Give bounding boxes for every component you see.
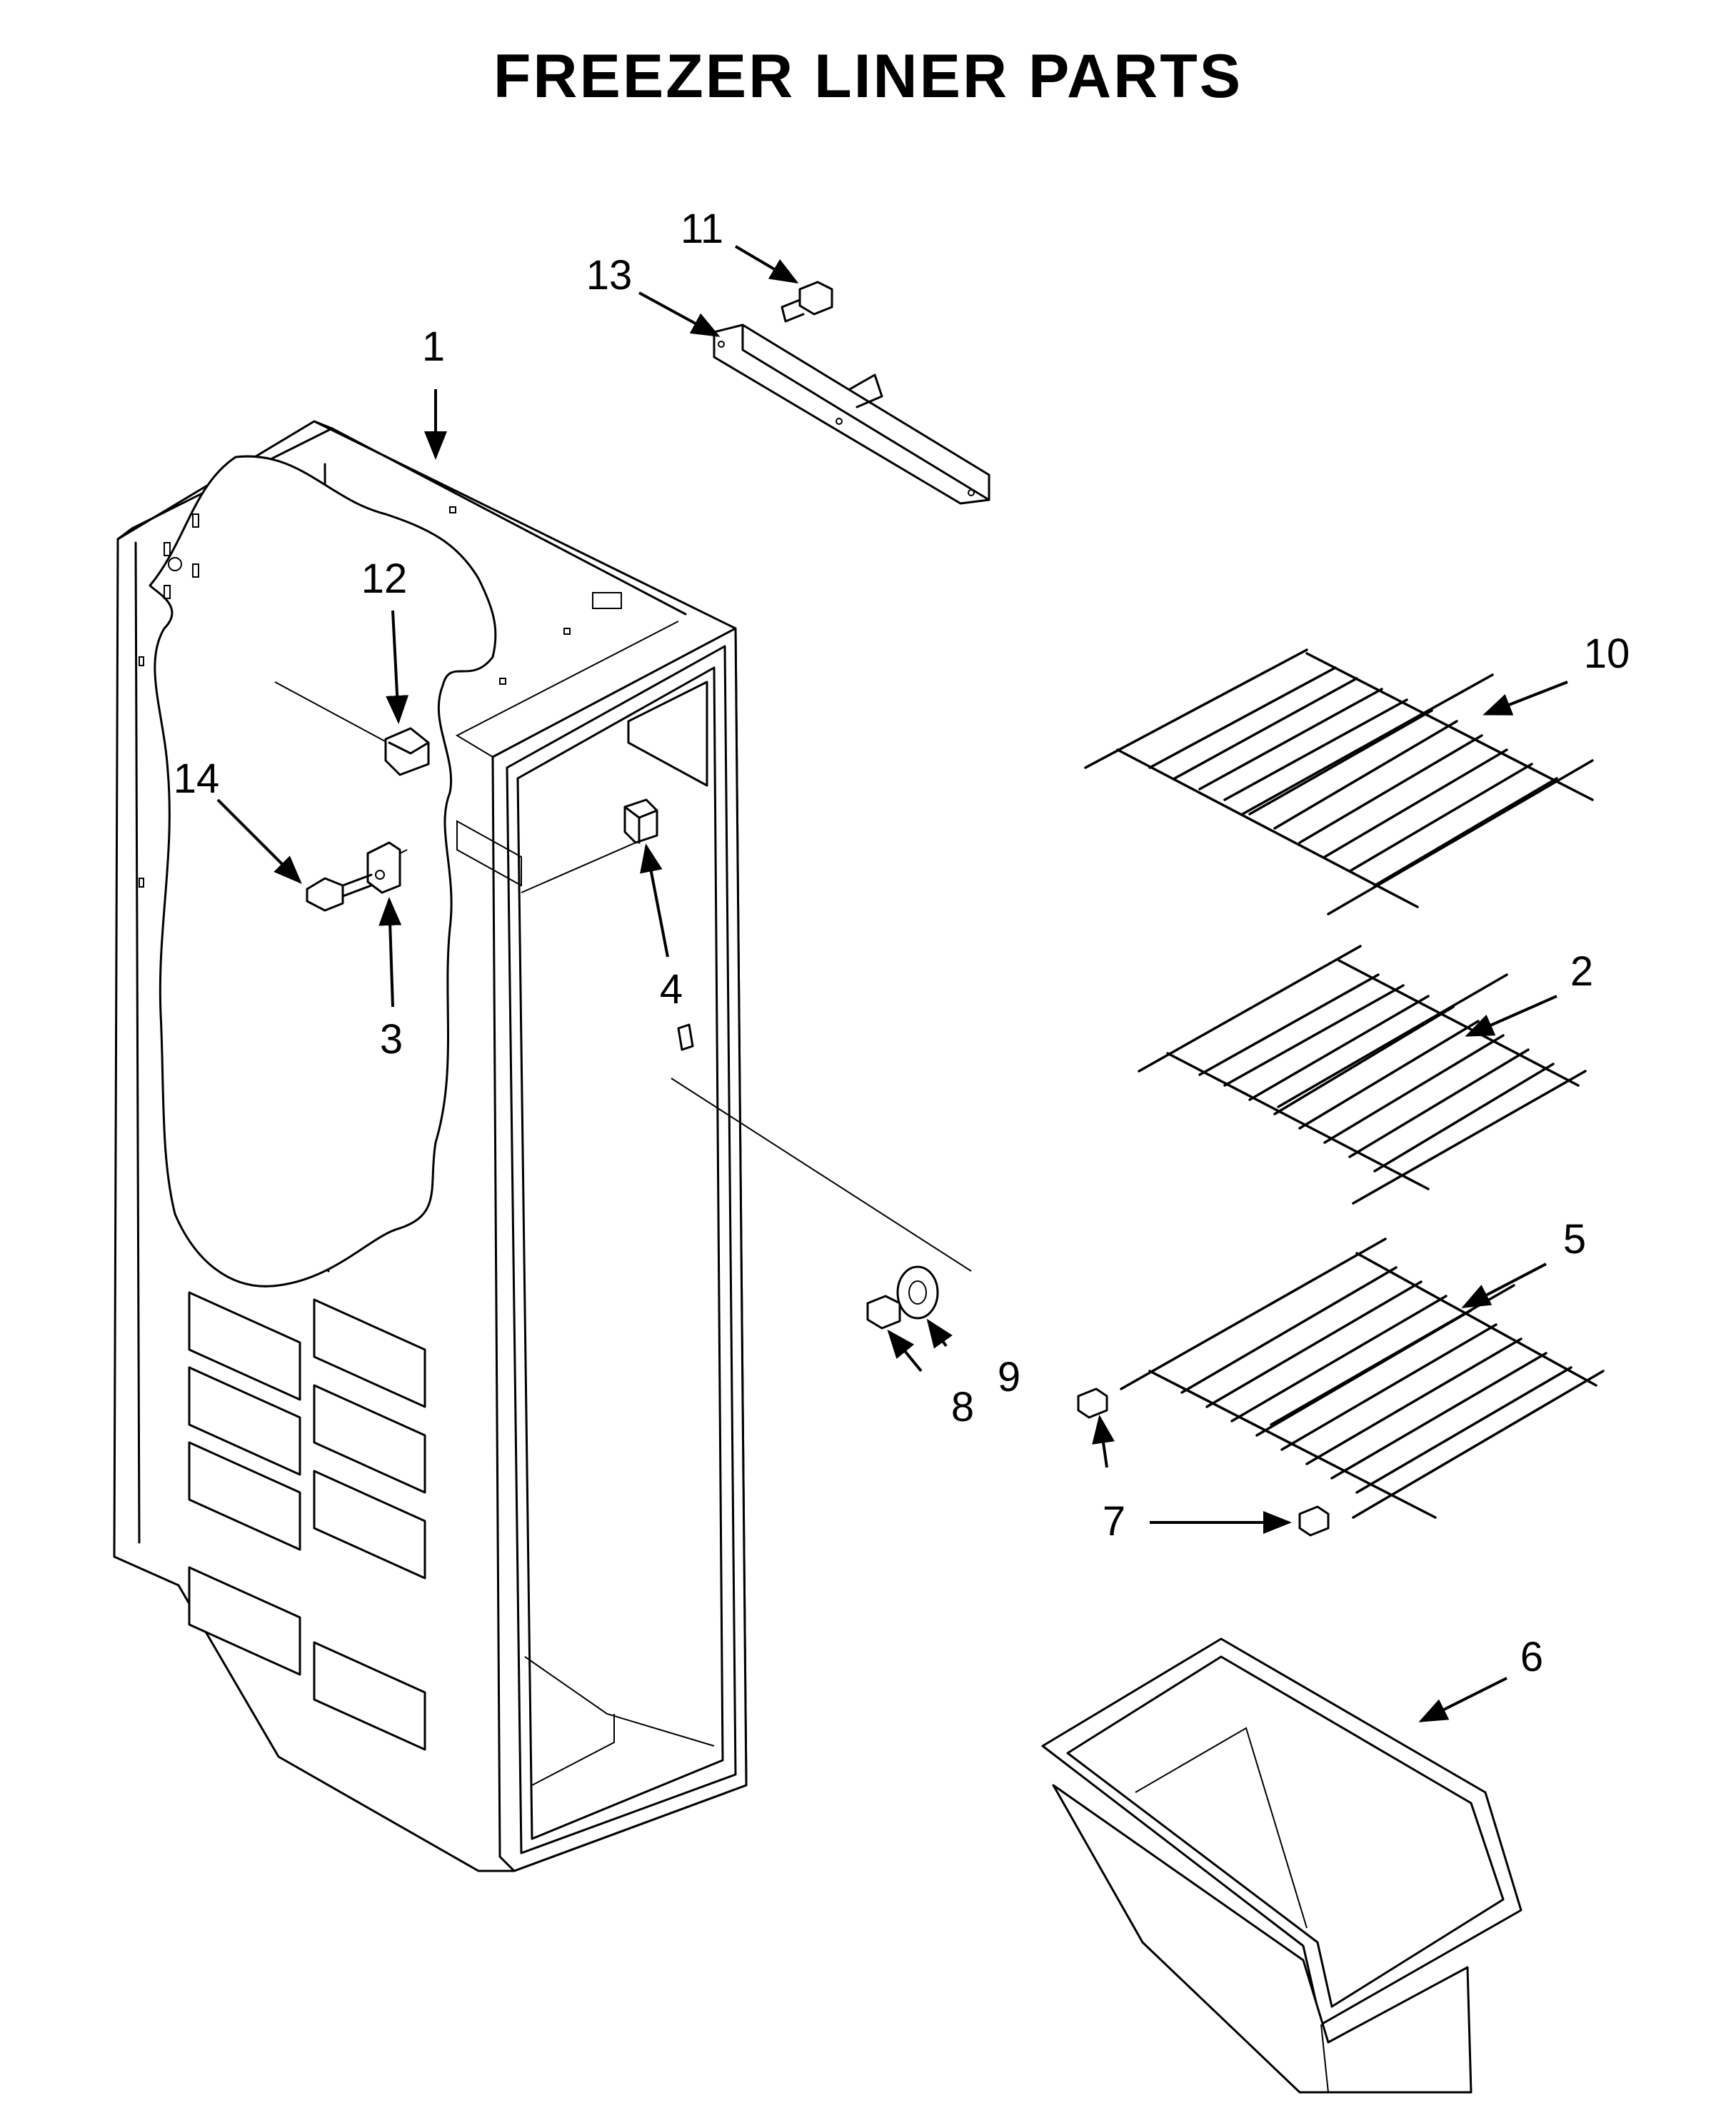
page-title: FREEZER LINER PARTS: [493, 42, 1243, 111]
callout-2: 2: [1570, 948, 1593, 995]
callout-7: 7: [1103, 1498, 1125, 1545]
callout-13: 13: [586, 252, 633, 298]
callout-9: 9: [998, 1354, 1020, 1400]
freezer-liner[interactable]: [113, 420, 748, 1872]
callout-4: 4: [660, 966, 683, 1013]
callout-labels: 1 11 13 12 14 3 4 10 2 5 6 7 8 9: [174, 206, 1630, 1680]
liner-mounting-holes: [139, 506, 622, 888]
callout-10: 10: [1584, 631, 1630, 677]
callout-14: 14: [174, 756, 220, 802]
callout-6: 6: [1520, 1634, 1543, 1680]
part-3-clip[interactable]: [366, 841, 401, 894]
part-7-end-cap[interactable]: [1077, 1387, 1330, 1537]
callout-12: 12: [361, 556, 408, 602]
part-9-roller[interactable]: [896, 1265, 939, 1320]
part-8-screw[interactable]: [866, 1295, 901, 1330]
callout-arrows: [216, 245, 1568, 1722]
callout-5: 5: [1563, 1216, 1586, 1263]
part-12-bracket[interactable]: [384, 727, 430, 776]
part-10-wire-shelf[interactable]: [1084, 648, 1594, 915]
part-11-screw[interactable]: [781, 281, 833, 323]
callout-11: 11: [681, 206, 723, 252]
part-6-ice-bin[interactable]: [1041, 1637, 1522, 2094]
callout-8: 8: [951, 1384, 974, 1430]
part-4-block[interactable]: [623, 798, 658, 844]
part-14-screw[interactable]: [306, 873, 373, 912]
part-5-wire-shelf[interactable]: [1120, 1238, 1605, 1519]
callout-1: 1: [422, 323, 445, 370]
liner-vent-panels: [188, 1291, 426, 1751]
part-13-bracket-rail[interactable]: [713, 323, 990, 505]
callout-3: 3: [380, 1016, 403, 1063]
part-2-wire-shelf[interactable]: [1138, 945, 1587, 1205]
